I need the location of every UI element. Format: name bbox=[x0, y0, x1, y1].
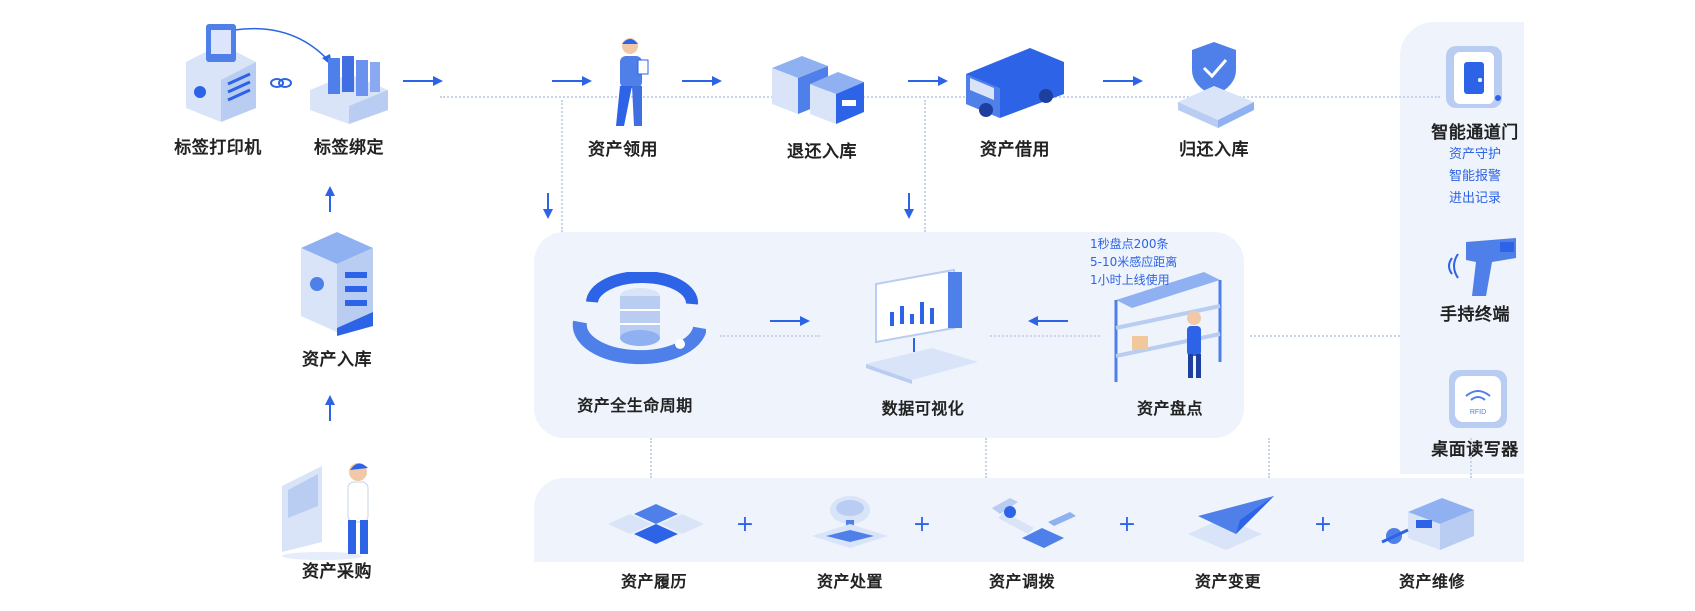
bottom-connector-1 bbox=[650, 438, 652, 478]
inventory-feature-2: 5-10米感应距离 bbox=[1090, 255, 1178, 269]
arrow-down-icon bbox=[904, 193, 914, 219]
reader-chip-text: RFID bbox=[1470, 409, 1486, 416]
server-rack-icon bbox=[301, 232, 373, 336]
worker-icon bbox=[616, 38, 649, 126]
plus-sign-2: + bbox=[912, 512, 932, 537]
lifecycle-to-viz-dotted-line bbox=[720, 335, 820, 337]
plus-sign-3: + bbox=[1117, 512, 1137, 537]
bottom-connector-4 bbox=[1470, 438, 1472, 478]
arrow-right-icon bbox=[552, 76, 592, 86]
borrow-down-dotted-line bbox=[924, 100, 926, 232]
inventory-feature-3: 1小时上线使用 bbox=[1090, 273, 1170, 287]
label-lifecycle: 资产全生命周期 bbox=[577, 396, 693, 415]
label-desktop-reader: 桌面读写器 bbox=[1431, 440, 1519, 460]
label-inventory: 资产盘点 bbox=[1136, 399, 1204, 418]
arrow-left-icon bbox=[1028, 316, 1068, 326]
storage-boxes-icon bbox=[772, 56, 864, 124]
warehouse-shelf-icon bbox=[1114, 272, 1222, 382]
arrow-up-icon bbox=[325, 186, 335, 212]
label-visualization: 数据可视化 bbox=[881, 399, 965, 418]
claim-down-dotted-line bbox=[561, 100, 563, 232]
lifecycle-database-icon bbox=[572, 272, 706, 365]
bottom-item-transfer: 资产调拨 bbox=[988, 572, 1056, 591]
label-asset-borrow: 资产借用 bbox=[980, 140, 1050, 160]
top-flow-dotted-line bbox=[440, 96, 1440, 98]
bottom-item-repair: 资产维修 bbox=[1398, 572, 1466, 591]
label-return-borrowed: 归还入库 bbox=[1179, 140, 1249, 160]
label-asset-intake: 资产入库 bbox=[302, 350, 372, 370]
shield-return-icon bbox=[1178, 42, 1254, 128]
dashboard-monitor-icon bbox=[866, 268, 978, 384]
robot-arm-icon bbox=[992, 498, 1076, 548]
history-blocks-icon bbox=[608, 504, 704, 544]
arrow-right-icon bbox=[682, 76, 722, 86]
smart-gate-icon bbox=[1446, 46, 1502, 108]
tag-binding-icon bbox=[310, 56, 388, 124]
arrow-up-icon bbox=[325, 395, 335, 421]
bottom-panel bbox=[534, 478, 1524, 562]
inventory-to-viz-dotted-line bbox=[990, 335, 1100, 337]
plus-sign-1: + bbox=[735, 512, 755, 537]
purchase-kiosk-icon bbox=[282, 463, 369, 560]
gate-feature-1: 资产守护 bbox=[1448, 147, 1502, 162]
label-handheld: 手持终端 bbox=[1440, 305, 1510, 325]
handheld-scanner-icon bbox=[1448, 238, 1516, 296]
label-tag-printer: 标签打印机 bbox=[174, 138, 262, 158]
inventory-feature-1: 1秒盘点200条 bbox=[1090, 237, 1169, 251]
inventory-to-devices-dotted-line bbox=[1250, 335, 1400, 337]
bottom-connector-3 bbox=[1268, 438, 1270, 478]
arrow-down-icon bbox=[543, 193, 553, 219]
arrow-right-icon bbox=[908, 76, 948, 86]
disposal-dome-icon bbox=[812, 496, 888, 548]
label-asset-purchase: 资产采购 bbox=[302, 562, 372, 582]
bottom-item-disposal: 资产处置 bbox=[816, 572, 884, 591]
plus-sign-4: + bbox=[1313, 512, 1333, 537]
desktop-reader-icon: RFID bbox=[1449, 370, 1507, 428]
bottom-item-change: 资产变更 bbox=[1194, 572, 1262, 591]
repair-machine-icon bbox=[1381, 498, 1474, 550]
arrow-right-icon bbox=[770, 316, 810, 326]
bottom-connector-2 bbox=[985, 438, 987, 478]
printer-icon bbox=[186, 24, 256, 122]
link-icon bbox=[270, 78, 292, 88]
paper-plane-icon bbox=[1188, 496, 1274, 550]
gate-feature-3: 进出记录 bbox=[1448, 191, 1502, 206]
arrow-right-icon bbox=[403, 76, 443, 86]
label-tag-binding: 标签绑定 bbox=[314, 138, 384, 158]
label-smart-gate: 智能通道门 bbox=[1431, 123, 1519, 143]
gate-feature-2: 智能报警 bbox=[1448, 169, 1502, 184]
bottom-item-history: 资产履历 bbox=[620, 572, 688, 591]
van-icon bbox=[966, 48, 1064, 118]
arrow-right-icon bbox=[1103, 76, 1143, 86]
label-asset-claim: 资产领用 bbox=[588, 140, 658, 160]
label-return-to-stock: 退还入库 bbox=[787, 142, 857, 162]
